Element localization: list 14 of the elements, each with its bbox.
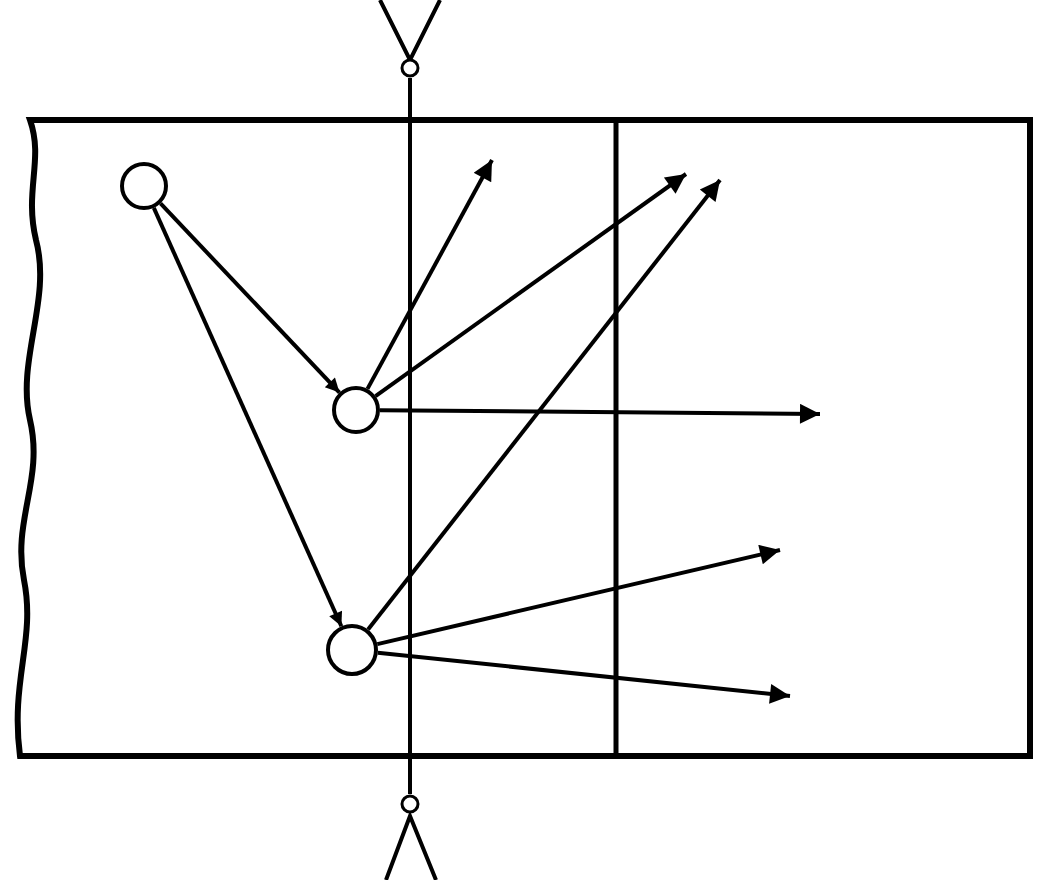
particle-circle	[330, 384, 382, 436]
particle-circle	[324, 622, 380, 678]
arrow	[374, 172, 688, 398]
arrow	[365, 159, 494, 390]
arrow	[376, 544, 781, 647]
terminal-circle	[398, 792, 422, 816]
connector-line	[408, 78, 412, 794]
arrow	[377, 650, 791, 704]
arrow	[366, 178, 722, 631]
particle-circle	[118, 160, 170, 212]
arrow	[152, 207, 344, 628]
arrow	[159, 202, 341, 394]
arrow	[380, 403, 820, 424]
terminal-circle	[398, 56, 422, 80]
